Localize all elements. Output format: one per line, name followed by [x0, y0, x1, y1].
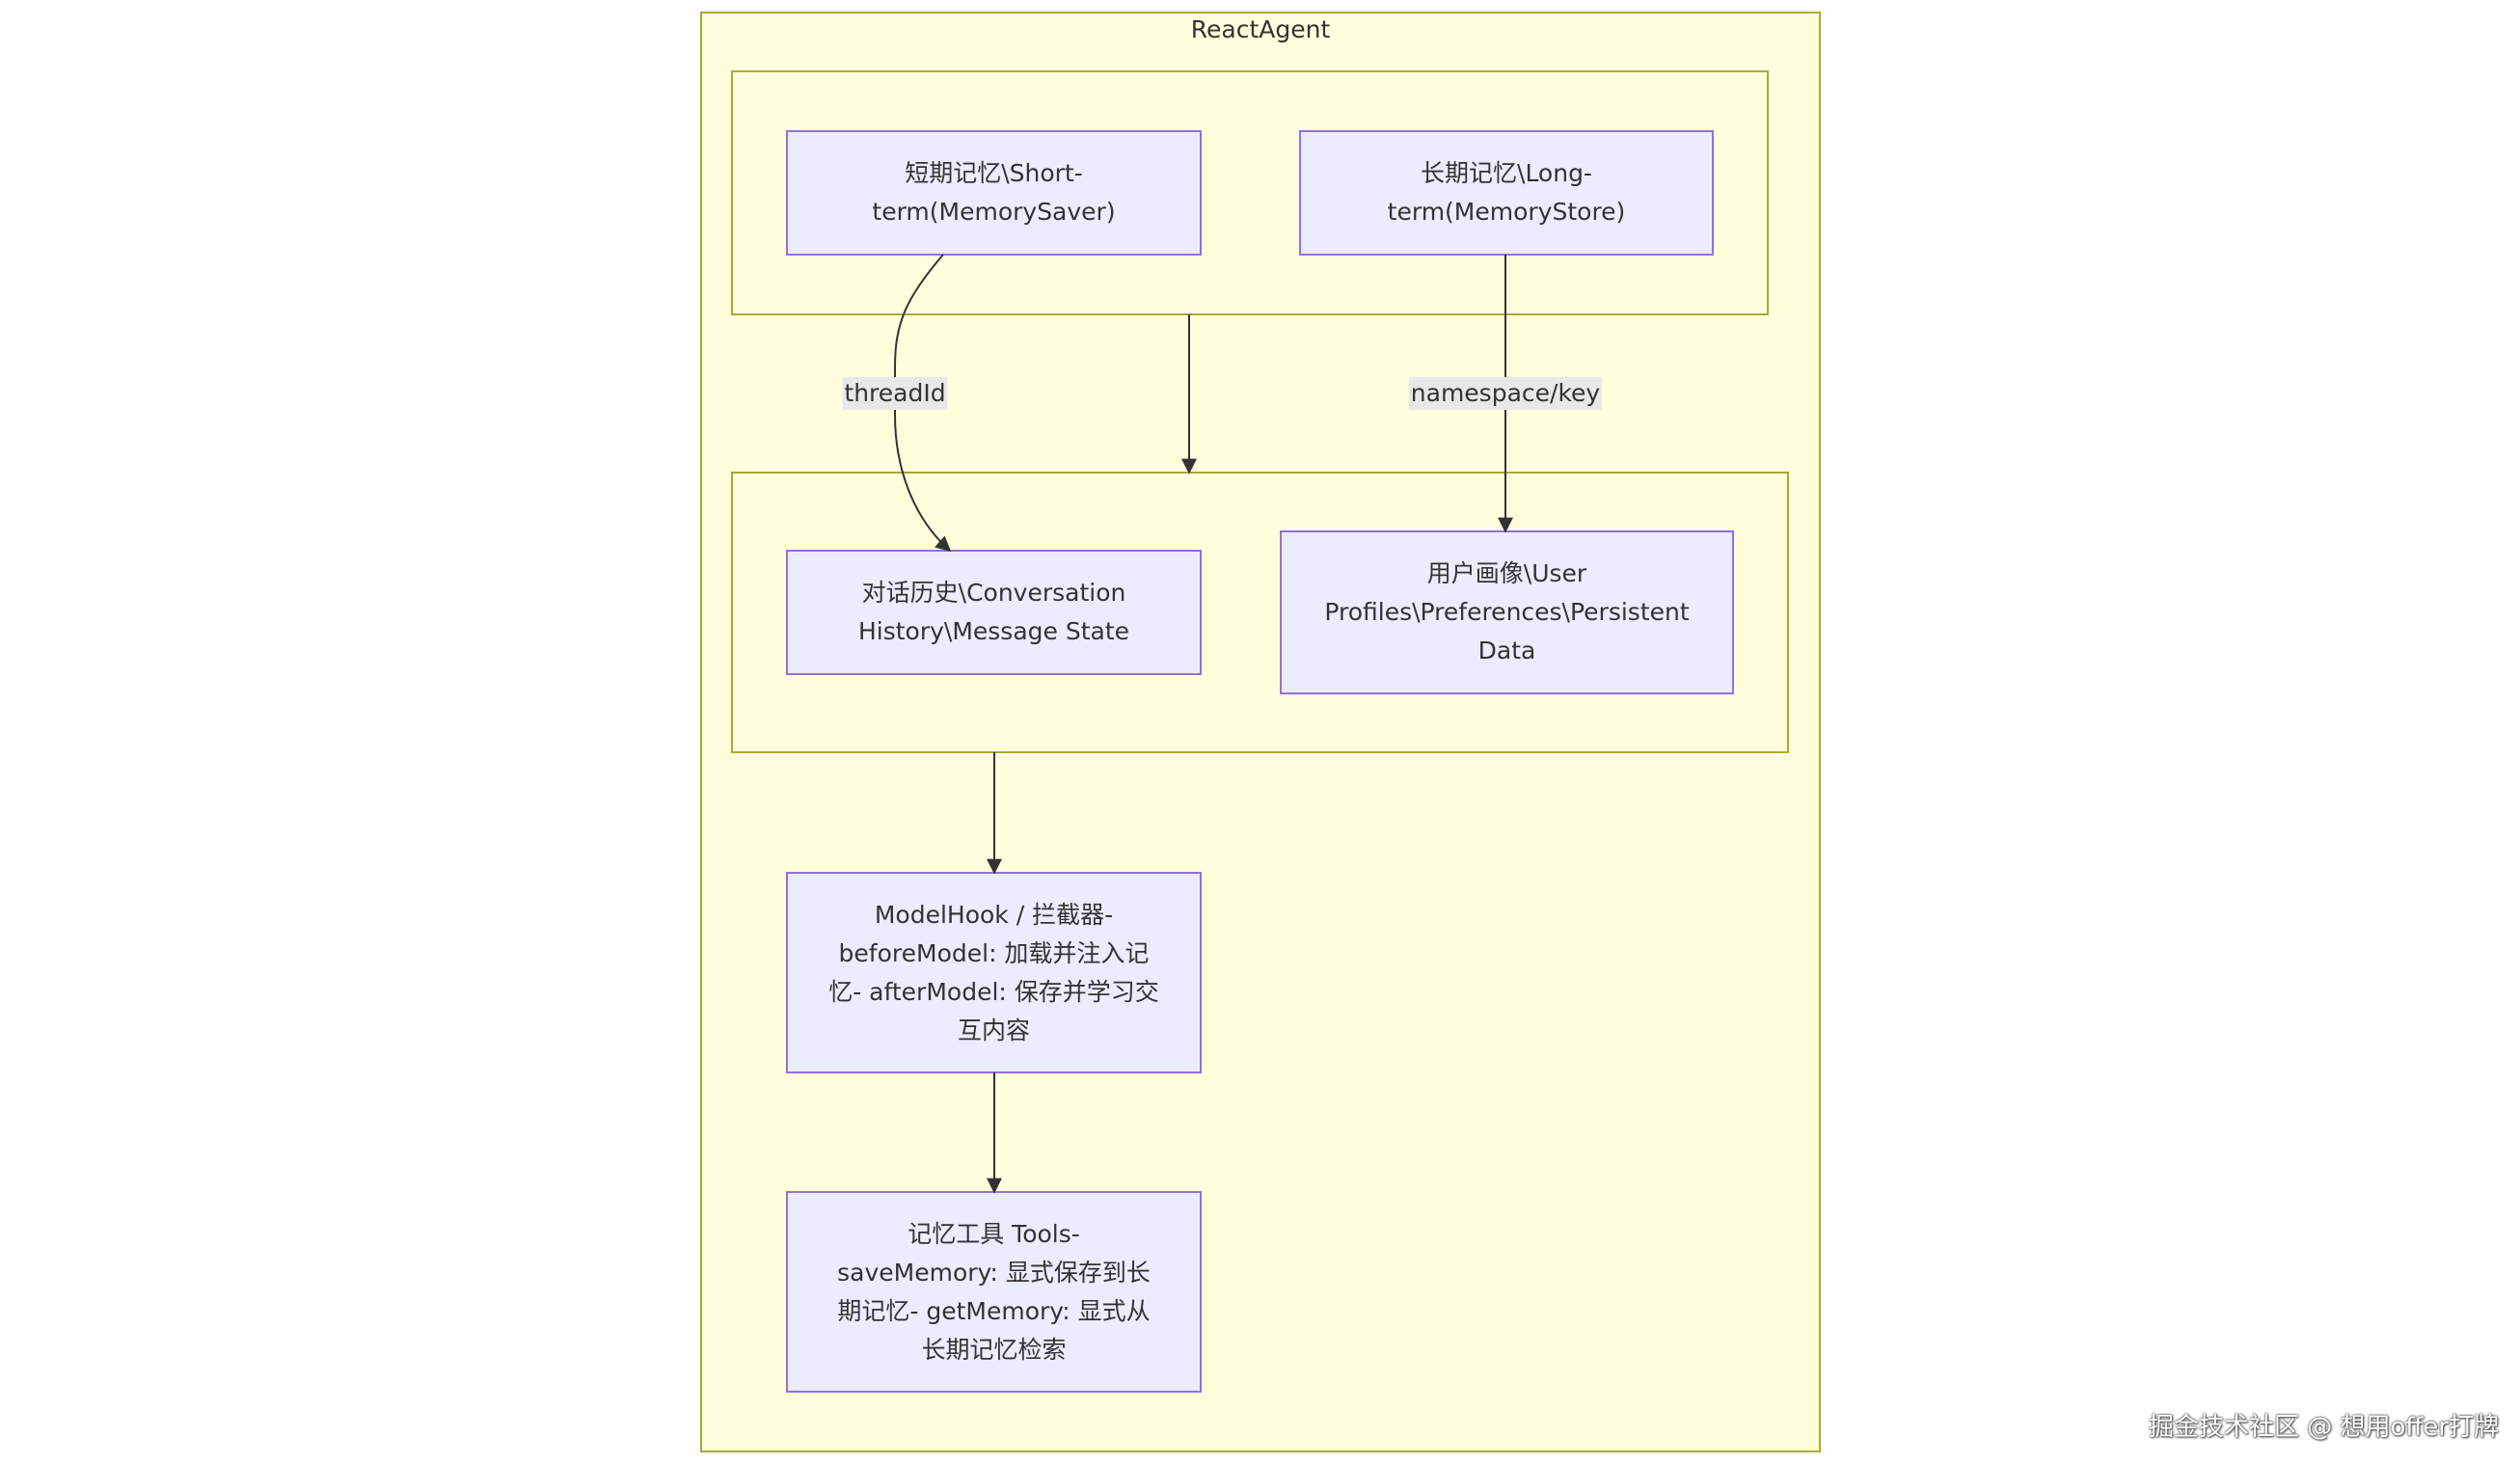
- memory-tools-node: [786, 1191, 1202, 1393]
- conversation-history-label: 对话历史\Conversation History\Message State: [857, 579, 1130, 645]
- long-term-memory-label: 长期记忆\Long-term(MemoryStore): [1387, 159, 1626, 226]
- edge-short-term-to-conversation: [894, 254, 952, 553]
- react-agent-title: ReactAgent: [1190, 15, 1331, 43]
- edge-label-namespace-key: namespace/key: [1408, 377, 1603, 410]
- short-term-memory-label: 短期记忆\Short-term(MemorySaver): [872, 159, 1116, 226]
- model-hook-label: ModelHook / 拦截器- beforeModel: 加载并注入记忆- a…: [828, 900, 1159, 1044]
- user-profiles-label: 用户画像\User Profiles\Preferences\Persisten…: [1324, 559, 1690, 664]
- conversation-history-node: [786, 550, 1202, 675]
- model-hook-node: [786, 872, 1202, 1073]
- short-term-memory-node: [786, 130, 1202, 256]
- user-profiles-node: [1280, 530, 1734, 694]
- watermark-text: 掘金技术社区 @ 想用offer打牌: [2148, 1413, 2499, 1442]
- edge-label-threadid: threadId: [842, 377, 948, 410]
- memory-tools-label: 记忆工具 Tools- saveMemory: 显式保存到长期记忆- getMe…: [837, 1219, 1151, 1364]
- long-term-memory-node: [1299, 130, 1714, 256]
